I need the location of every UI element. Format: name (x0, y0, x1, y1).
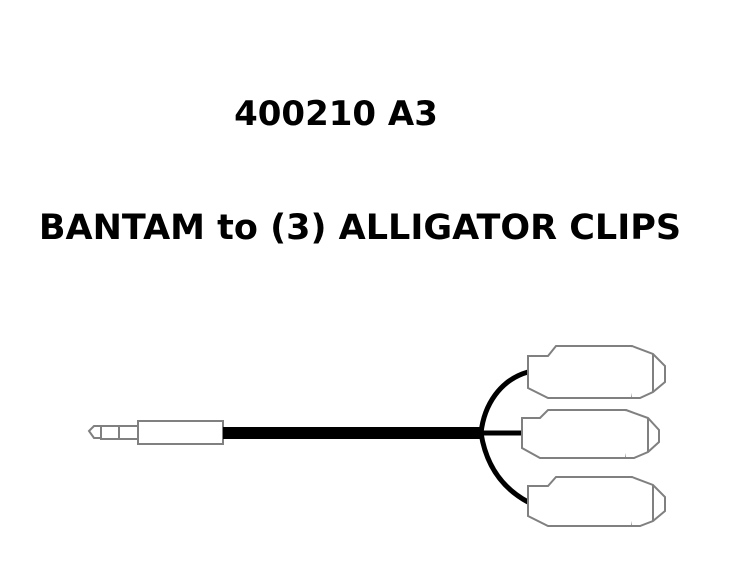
alligator-clip-top (527, 345, 666, 399)
branch-wires (478, 369, 530, 505)
plug-sleeve (137, 420, 224, 445)
plug-tip (87, 425, 102, 439)
branch-wire-bottom (478, 432, 530, 505)
bantam-plug (87, 420, 224, 445)
part-number: 400210 A3 (234, 94, 438, 134)
branch-wire-top (478, 369, 529, 434)
alligator-clip-middle (521, 409, 660, 459)
alligator-clip-bottom (527, 476, 666, 527)
diagram-title: BANTAM to (3) ALLIGATOR CLIPS (38, 208, 682, 248)
main-cable (223, 427, 481, 439)
